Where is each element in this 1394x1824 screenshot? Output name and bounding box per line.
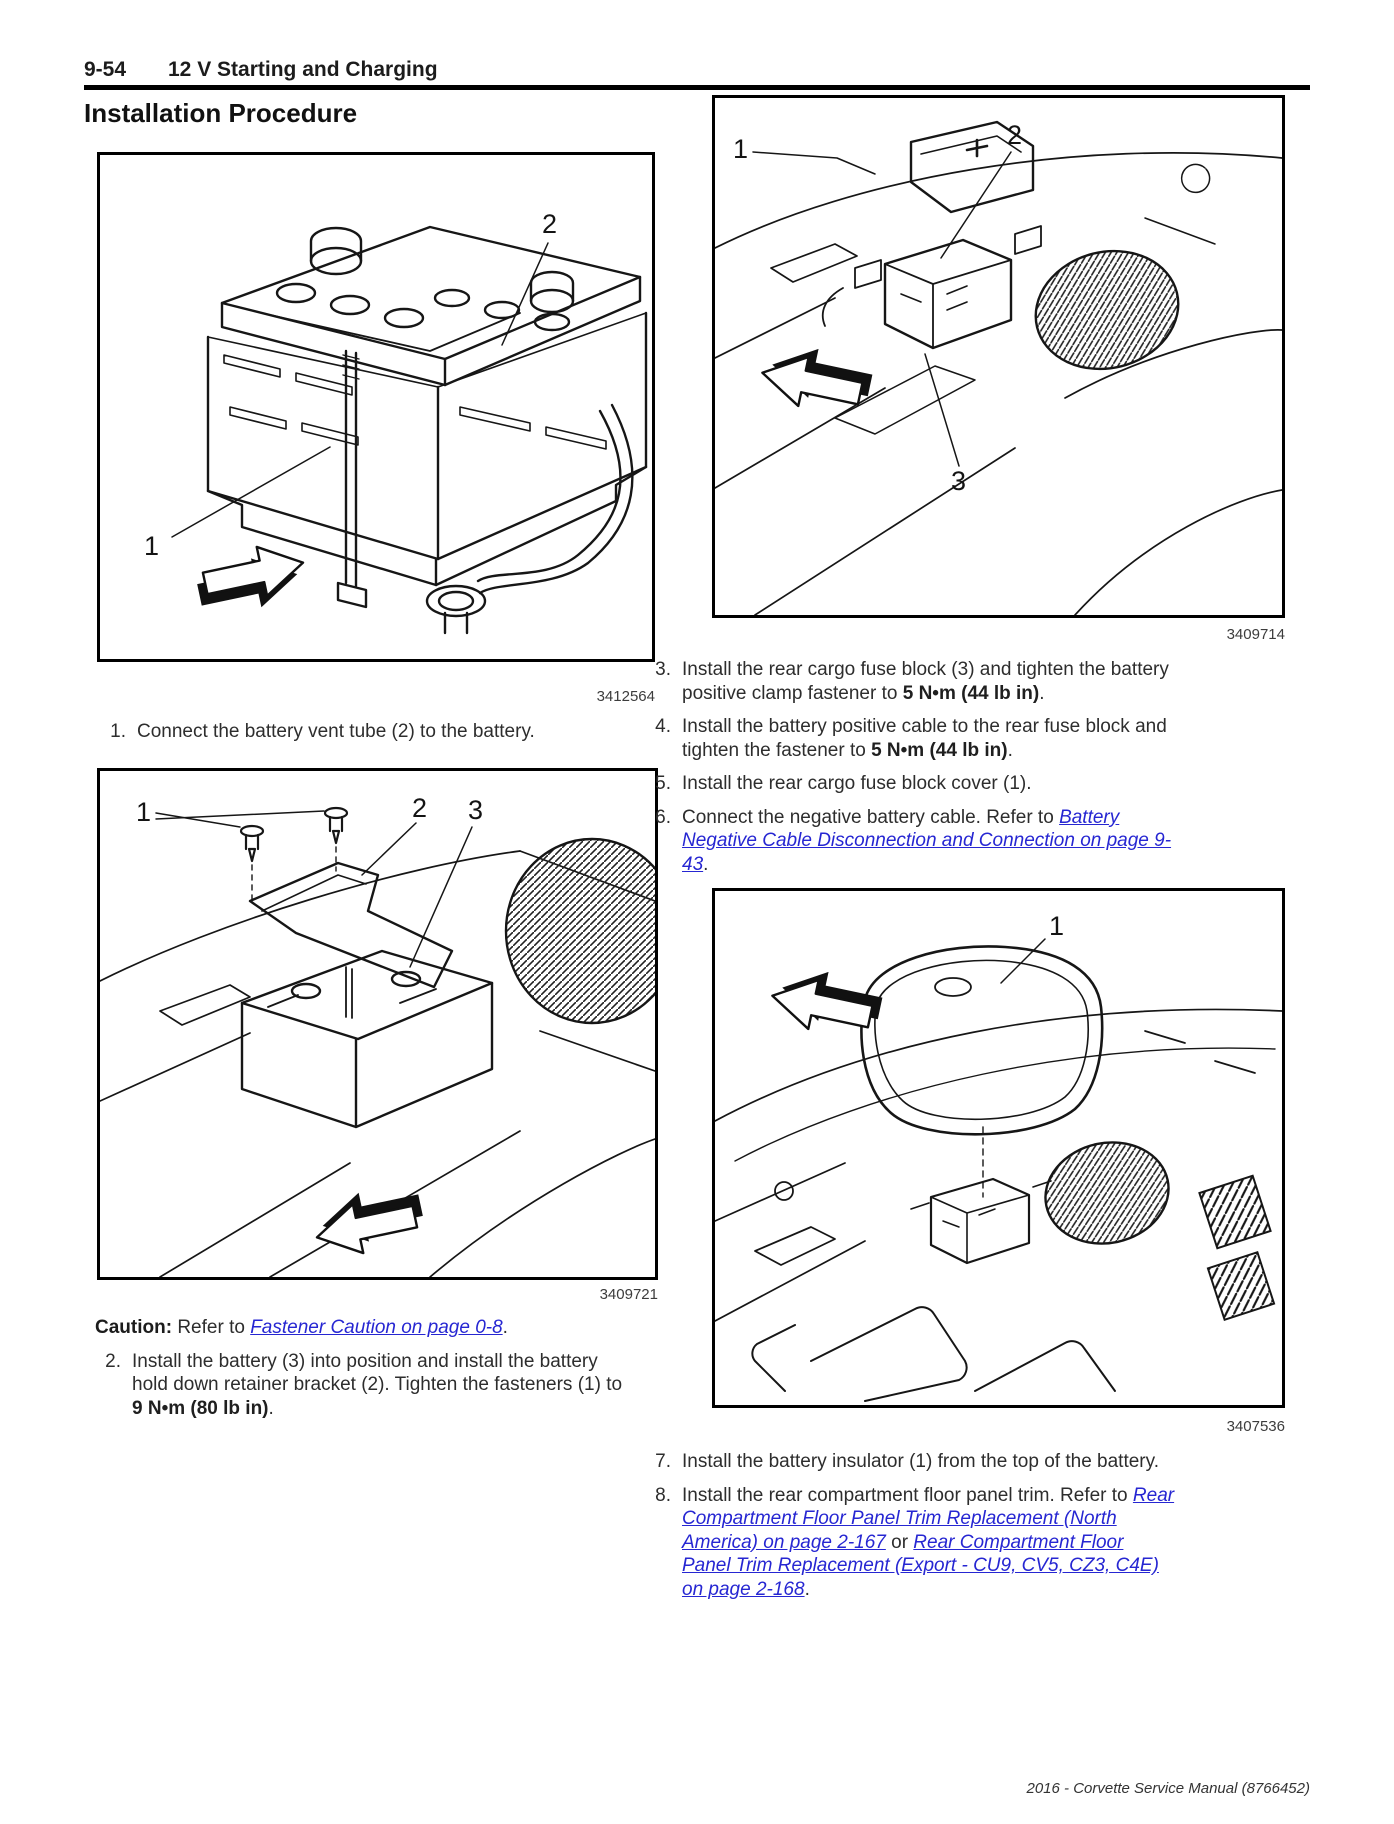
- step-number: 4.: [655, 716, 671, 738]
- callout-1: 1: [144, 531, 159, 561]
- fuse-block: [821, 225, 1042, 350]
- callout-2: 2: [542, 209, 557, 239]
- step-number: 6.: [655, 806, 671, 828]
- fuse-block-illustration: 1 2 3: [715, 120, 1282, 615]
- step-list: 3. Install the rear cargo fuse block (3)…: [645, 658, 1177, 886]
- battery-vent-tube-illustration: 1 2: [144, 209, 648, 635]
- figure-number: 3412564: [596, 688, 655, 705]
- fastener-pins: [239, 806, 349, 900]
- step-text: Install the battery (3) into position an…: [132, 1350, 623, 1419]
- step-number: 7.: [655, 1451, 671, 1472]
- callout-3: 3: [468, 795, 483, 825]
- step-list: 1. Connect the battery vent tube (2) to …: [100, 720, 625, 754]
- speaker-grille: [504, 837, 655, 1025]
- battery-insulator-illustration: 1: [715, 911, 1282, 1402]
- step-text: Install the battery insulator (1) from t…: [682, 1451, 1159, 1472]
- figure-battery-install: 1 2 3: [97, 768, 658, 1280]
- footer-text: 2016 - Corvette Service Manual (8766452): [1026, 1780, 1311, 1797]
- caution-label: Caution:: [95, 1317, 173, 1338]
- leader-lines: [155, 810, 473, 968]
- torque-value: 9 N•m (80 lb in): [132, 1397, 269, 1419]
- callout-1: 1: [1049, 911, 1064, 941]
- battery-drawing: [206, 225, 648, 587]
- speaker-grille: [1044, 1141, 1170, 1245]
- caution-note: Caution: Refer to Fastener Caution on pa…: [95, 1317, 508, 1338]
- floor-panels: [751, 1306, 1116, 1402]
- leader-lines: [1000, 938, 1046, 984]
- direction-arrow-icon: [771, 971, 883, 1031]
- battery-negative-cable-link[interactable]: Battery Negative Cable Disconnection and…: [682, 806, 1172, 875]
- leader-lines: [752, 151, 1012, 467]
- battery-drawing: [240, 949, 494, 1129]
- caution-text: Refer to: [172, 1317, 251, 1338]
- figure-number: 3407536: [1226, 1418, 1285, 1435]
- retainer-bracket: [248, 861, 454, 989]
- step-5: 5. Install the rear cargo fuse block cov…: [645, 772, 1177, 796]
- step-2: 2. Install the battery (3) into position…: [95, 1350, 625, 1421]
- figure-battery-vent-tube: 1 2: [97, 152, 655, 662]
- battery-insulator: [860, 945, 1104, 1198]
- direction-arrow-icon: [197, 545, 305, 608]
- callout-3: 3: [951, 466, 966, 496]
- step-number: 1.: [110, 721, 126, 742]
- step-6: 6. Connect the negative battery cable. R…: [645, 806, 1177, 877]
- figure-number: 3409721: [599, 1286, 658, 1303]
- floor-panel-trim-export-link[interactable]: Rear Compartment Floor Panel Trim Replac…: [682, 1531, 1159, 1600]
- step-1: 1. Connect the battery vent tube (2) to …: [100, 720, 625, 744]
- battery-hold-down-rod: [336, 349, 368, 609]
- floor-panel-trim-na-link[interactable]: Rear Compartment Floor Panel Trim Replac…: [682, 1484, 1175, 1553]
- step-number: 3.: [655, 659, 671, 680]
- torque-value: 5 N•m (44 lb in): [902, 682, 1040, 704]
- torque-value: 5 N•m (44 lb in): [871, 739, 1008, 761]
- step-text: Install the rear cargo fuse block (3) an…: [682, 659, 1169, 704]
- battery-vent-tube: [425, 403, 634, 635]
- step-number: 5.: [655, 773, 671, 795]
- compartment-lines: [715, 152, 1282, 615]
- fastener-caution-link[interactable]: Fastener Caution on page 0-8: [250, 1317, 503, 1338]
- step-3: 3. Install the rear cargo fuse block (3)…: [645, 658, 1177, 705]
- caution-and-step-2: Caution: Refer to Fastener Caution on pa…: [95, 1316, 625, 1430]
- step-text: Connect the negative battery cable. Refe…: [682, 806, 1172, 875]
- speaker-grille: [1034, 249, 1180, 371]
- battery-install-illustration: 1 2 3: [100, 793, 655, 1277]
- section-title: 12 V Starting and Charging: [168, 58, 438, 81]
- step-number: 2.: [105, 1350, 121, 1372]
- step-list: 7. Install the battery insulator (1) fro…: [645, 1450, 1177, 1611]
- leader-lines: [171, 242, 549, 538]
- callout-2: 2: [412, 793, 427, 823]
- vent-slats: [1198, 1174, 1276, 1321]
- procedure-title: Installation Procedure: [84, 98, 358, 128]
- page-number: 9-54: [84, 58, 127, 81]
- compartment-lines: [715, 1008, 1282, 1322]
- figure-rear-cargo-fuse-block: 1 2 3: [712, 95, 1285, 618]
- figure-battery-insulator: 1: [712, 888, 1285, 1408]
- step-text: Install the rear cargo fuse block cover …: [682, 773, 1032, 795]
- step-text: Connect the battery vent tube (2) to the…: [137, 721, 535, 742]
- figure-number: 3409714: [1226, 626, 1285, 643]
- fuse-block: [910, 1177, 1052, 1265]
- step-text: Install the rear compartment floor panel…: [682, 1484, 1175, 1600]
- step-7: 7. Install the battery insulator (1) fro…: [645, 1450, 1177, 1474]
- header-rule: [84, 85, 1310, 90]
- callout-1: 1: [136, 797, 151, 827]
- step-4: 4. Install the battery positive cable to…: [645, 715, 1177, 762]
- direction-arrow-icon: [761, 348, 873, 408]
- callout-2: 2: [1007, 120, 1022, 150]
- step-text: Install the battery positive cable to th…: [682, 716, 1167, 761]
- callout-1: 1: [733, 134, 748, 164]
- compartment-lines: [100, 850, 655, 1277]
- step-8: 8. Install the rear compartment floor pa…: [645, 1484, 1177, 1602]
- direction-arrow-icon: [315, 1192, 423, 1255]
- step-number: 8.: [655, 1484, 671, 1506]
- fuse-block-cover: [909, 120, 1035, 214]
